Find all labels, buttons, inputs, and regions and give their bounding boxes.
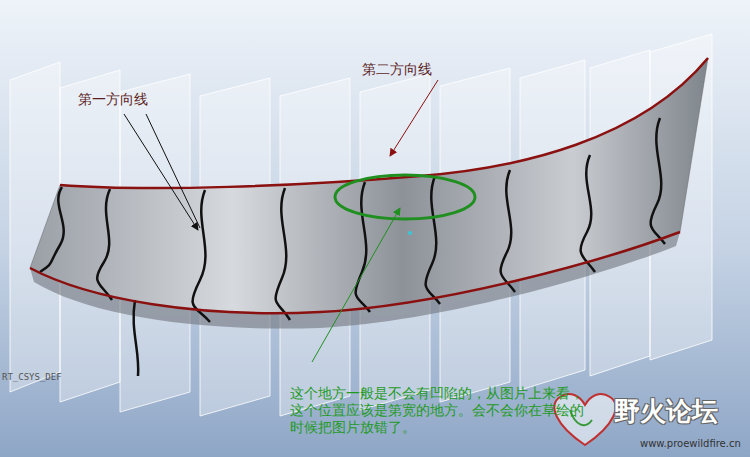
watermark-logo (554, 394, 615, 445)
watermark-url: www.proewildfire.cn (640, 438, 741, 450)
watermark-text-box: 野火论坛 (614, 396, 718, 427)
datum-planes (10, 34, 712, 416)
leader-lines (124, 80, 438, 362)
blade-surface (30, 58, 708, 329)
note-text: 这个地方一般是不会有凹陷的，从图片上来看， 这个位置应该是第宽的地方。会不会你在… (290, 385, 591, 435)
direction-label: 第二方向线 (362, 61, 432, 78)
direction-label-box: 第二方向线 (362, 61, 432, 78)
guide-curves (30, 58, 708, 313)
note-text-box: 这个地方一般是不会有凹陷的，从图片上来看， 这个位置应该是第宽的地方。会不会你在… (290, 385, 591, 435)
watermark-text: 野火论坛 (614, 396, 718, 427)
point-marker (408, 231, 412, 235)
highlight-ellipse (335, 175, 475, 219)
watermark-url-box: www.proewildfire.cn (640, 438, 741, 450)
direction-label-box: 第一方向线 (78, 91, 148, 108)
csys-label-box: RT_CSYS_DEF (2, 372, 62, 383)
section-curves (40, 118, 665, 376)
direction-label: 第一方向线 (78, 91, 148, 108)
csys-label: RT_CSYS_DEF (2, 372, 62, 383)
